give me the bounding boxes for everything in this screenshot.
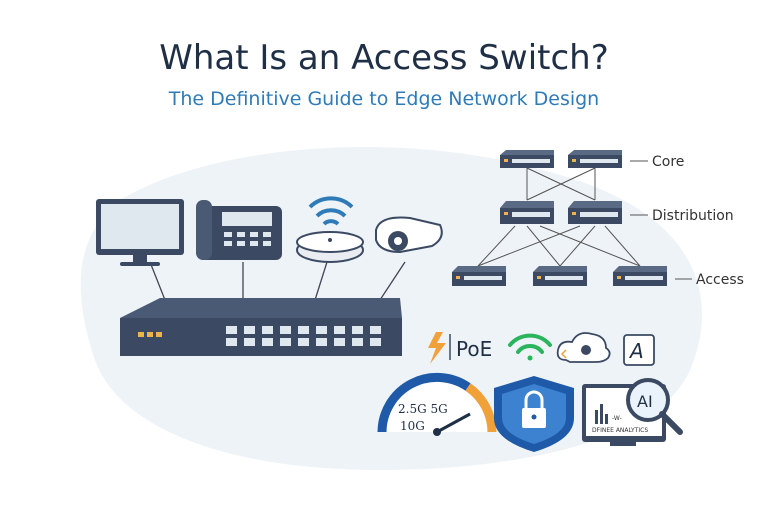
analytics-caption: DFINEE ANALYTICS [592,427,648,434]
access-label: Access [696,272,744,288]
label-leaders [630,160,692,280]
access-switch-small-2 [533,266,587,286]
distribution-label: Distribution [652,208,734,224]
switch-status-lights [138,332,162,337]
device-links [149,261,406,301]
access-switch-small-1 [452,266,506,286]
cloud-icon [556,332,611,363]
speed-label-1: 2.5G 5G [398,402,448,416]
magnifier-icon: AI [626,378,683,435]
hierarchy-links [477,167,641,267]
analytics-bars [595,404,608,424]
speedometer-icon: 2.5G 5G 10G [377,372,497,436]
monitor-icon [96,199,184,266]
ai-label: AI [637,392,653,411]
distribution-switch-2 [568,201,622,224]
ai-box-label: A [628,339,644,363]
access-switch-small-3 [613,266,667,286]
access-point-icon [296,196,364,263]
speed-label-2: 10G [400,419,425,433]
wifi-icon [508,333,552,361]
shield-lock-icon [494,376,574,452]
ai-text-box-icon: A [623,334,655,366]
lightning-icon [428,332,446,364]
analytics-graph-text: -W- [612,415,622,422]
access-switch-icon [120,298,402,356]
poe-label: PoE [456,337,492,361]
page-subtitle: The Definitive Guide to Edge Network Des… [168,88,600,110]
ip-phone-icon [196,200,282,260]
page-title: What Is an Access Switch? [159,38,609,78]
distribution-switch-1 [500,201,554,224]
core-label: Core [652,154,684,170]
core-switch-2 [568,150,622,168]
camera-icon [375,216,443,254]
core-switch-1 [500,150,554,168]
switch-ports [226,326,381,346]
